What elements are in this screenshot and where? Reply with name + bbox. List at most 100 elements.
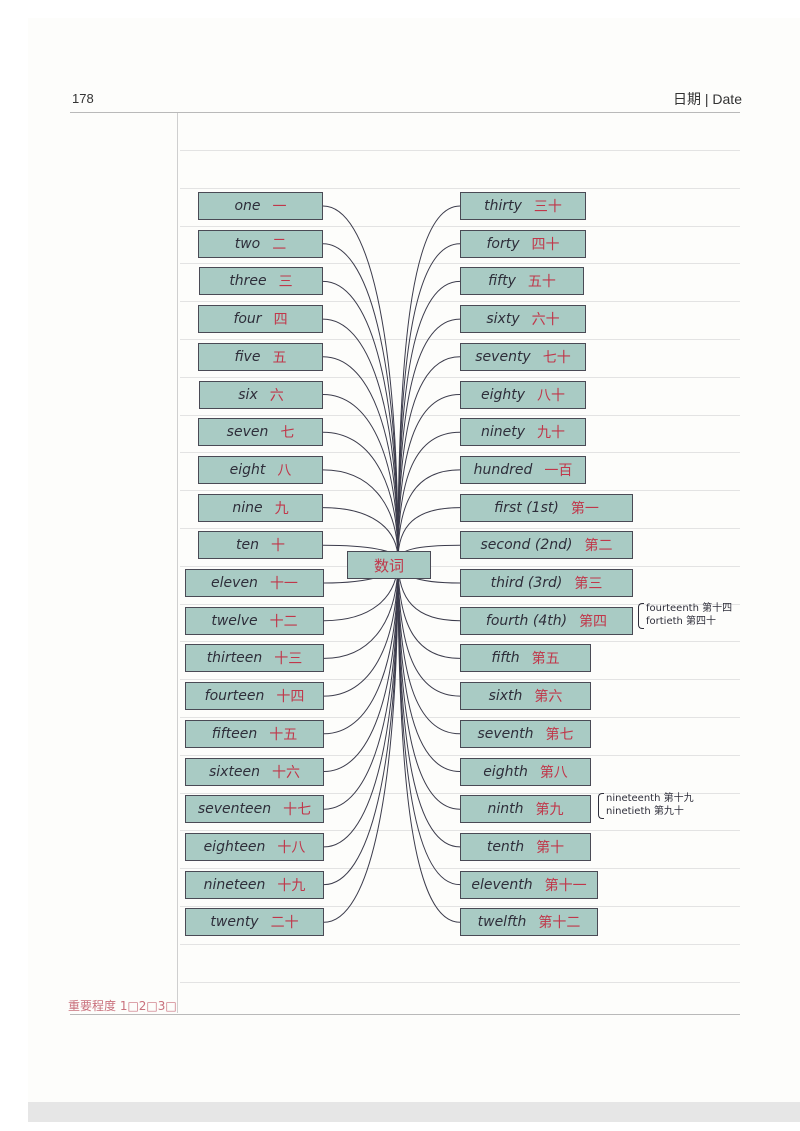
left-connector-line (322, 431, 399, 561)
english-word: sixteen (208, 763, 261, 780)
english-word: eight (229, 461, 266, 478)
left-connector-line (323, 559, 399, 848)
chinese-word: 第三 (574, 576, 603, 592)
left-connector-line (322, 356, 399, 561)
importance-rating: 重要程度 1□2□3□ (68, 999, 177, 1013)
ruled-line (180, 754, 740, 756)
chinese-word: 二十 (270, 915, 299, 932)
chinese-word: 七 (280, 425, 295, 442)
english-word: eleventh (471, 876, 533, 893)
ninth-note: nineteenth 第十九 ninetieth 第九十 (598, 792, 694, 819)
ruled-line (180, 490, 740, 492)
right-connector-line (397, 469, 461, 561)
left-number-box: sixteen 十六 (185, 757, 324, 786)
right-connector-line (397, 559, 461, 848)
left-connector-line (322, 280, 399, 561)
right-number-box: fourth (4th)第四 (460, 606, 633, 635)
english-word: four (233, 311, 262, 328)
chinese-word: 第八 (539, 764, 568, 781)
chinese-word: 第二 (584, 538, 613, 555)
ruled-line (180, 830, 740, 832)
chinese-word: 第六 (534, 689, 563, 706)
chinese-word: 六十 (531, 312, 560, 329)
right-number-box: seventy 七十 (460, 342, 586, 371)
ruled-line (180, 717, 740, 718)
ruled-line (180, 339, 740, 340)
english-word: fourteen (204, 688, 265, 705)
chinese-word: 八十 (537, 387, 566, 404)
chinese-word: 第五 (531, 651, 560, 668)
chinese-word: 七十 (542, 349, 571, 366)
chinese-word: 十六 (272, 764, 301, 781)
chinese-word: 十一 (269, 576, 298, 592)
header-rule (70, 112, 740, 113)
english-word: seventy (475, 348, 531, 365)
ruled-line (180, 943, 740, 945)
english-word: eighteen (203, 838, 266, 855)
ruled-line (180, 792, 740, 794)
ruled-line (180, 906, 740, 907)
ruled-line (180, 452, 740, 454)
fourth-note: fourteenth 第十四 fortieth 第四十 (638, 602, 732, 629)
right-number-box: second (2nd) 第二 (460, 531, 633, 560)
ruled-line (180, 641, 740, 643)
chinese-word: 第七 (545, 726, 574, 743)
right-connector-line (397, 280, 461, 561)
english-word: ninety (480, 424, 526, 441)
chinese-word: 十三 (274, 651, 303, 668)
english-word: two (234, 235, 261, 252)
note-line: nineteenth 第十九 (606, 793, 694, 804)
chinese-word: 一百 (544, 462, 573, 479)
chinese-word: 十五 (269, 726, 298, 743)
ruled-line (180, 187, 740, 189)
ruled-line (180, 528, 740, 529)
left-connector-line (322, 469, 399, 561)
english-word: third (3rd) (490, 575, 563, 591)
ruled-line (180, 414, 740, 416)
left-connector-line (323, 559, 399, 886)
english-word: thirty (484, 198, 522, 214)
left-connector-line (322, 318, 399, 561)
chinese-word: 三 (278, 274, 293, 291)
brace-icon (638, 603, 644, 629)
english-word: eleven (211, 575, 258, 591)
center-node: 数词 (347, 551, 431, 579)
chinese-word: 十 (270, 538, 285, 555)
left-connector-line (322, 394, 399, 561)
english-word: sixth (488, 688, 523, 705)
left-connector-line (323, 559, 399, 697)
right-connector-line (397, 507, 461, 561)
note-line: fortieth 第四十 (646, 616, 717, 627)
chinese-word: 十四 (276, 689, 305, 706)
ruled-line (180, 565, 740, 567)
english-word: seventeen (197, 801, 272, 818)
english-word: second (2nd) (480, 537, 573, 554)
footer-rule (70, 1014, 740, 1015)
ruled-line (180, 225, 740, 227)
right-connector-line (397, 243, 461, 561)
right-connector-line (397, 394, 461, 561)
right-connector-line (397, 356, 461, 561)
chinese-word: 八 (277, 462, 292, 479)
chinese-word: 三十 (533, 199, 562, 215)
right-number-box: third (3rd) 第三 (460, 569, 633, 597)
english-word: five (234, 348, 261, 365)
